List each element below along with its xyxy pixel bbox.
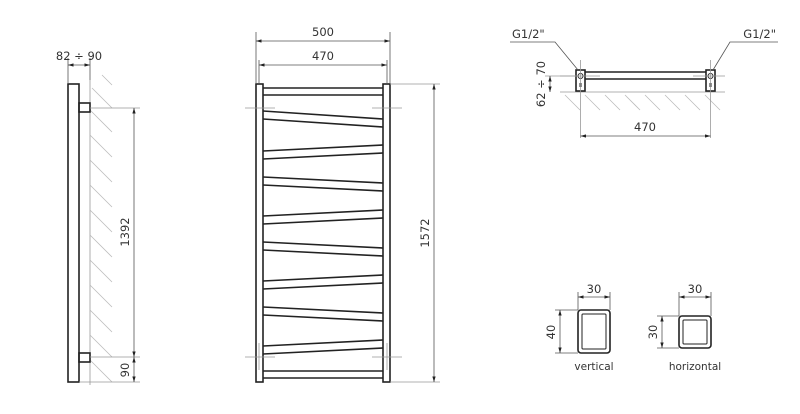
bottom-bracket bbox=[78, 352, 91, 363]
front-width-outer-label: 500 bbox=[312, 25, 334, 39]
right-connection-label: G1/2" bbox=[743, 27, 776, 41]
left-connection-label: G1/2" bbox=[512, 27, 545, 41]
side-bottom-label: 90 bbox=[118, 363, 132, 378]
side-depth-label: 82 ÷ 90 bbox=[56, 49, 102, 63]
vertical-height-label: 40 bbox=[544, 325, 558, 340]
top-wall-hatch bbox=[564, 94, 721, 111]
side-radiator-profile bbox=[67, 83, 80, 383]
side-view: 82 ÷ 90 1392 90 bbox=[56, 49, 140, 385]
profile-vertical: 30 40 vertical bbox=[544, 282, 614, 373]
vertical-width-label: 30 bbox=[587, 282, 602, 296]
top-view: G1/2" G1/2" 62 ÷ 70 470 bbox=[510, 27, 778, 138]
right-vertical bbox=[382, 83, 391, 383]
slanted-bars bbox=[262, 110, 384, 355]
wall-distance-label: 62 ÷ 70 bbox=[534, 61, 548, 107]
vertical-caption: vertical bbox=[574, 361, 613, 373]
front-width-inner-label: 470 bbox=[312, 49, 334, 63]
horizontal-height-label: 30 bbox=[646, 325, 660, 340]
left-vertical bbox=[255, 83, 264, 383]
front-view: 500 470 1572 bbox=[245, 25, 440, 383]
wall-hatch bbox=[89, 74, 113, 385]
side-height-label: 1392 bbox=[118, 217, 132, 246]
front-height-label: 1572 bbox=[418, 218, 432, 247]
profile-horizontal: 30 30 horizontal bbox=[646, 282, 721, 373]
top-bracket bbox=[78, 102, 91, 113]
horizontal-width-label: 30 bbox=[688, 282, 703, 296]
top-spacing-label: 470 bbox=[634, 120, 656, 134]
horizontal-caption: horizontal bbox=[669, 361, 721, 373]
